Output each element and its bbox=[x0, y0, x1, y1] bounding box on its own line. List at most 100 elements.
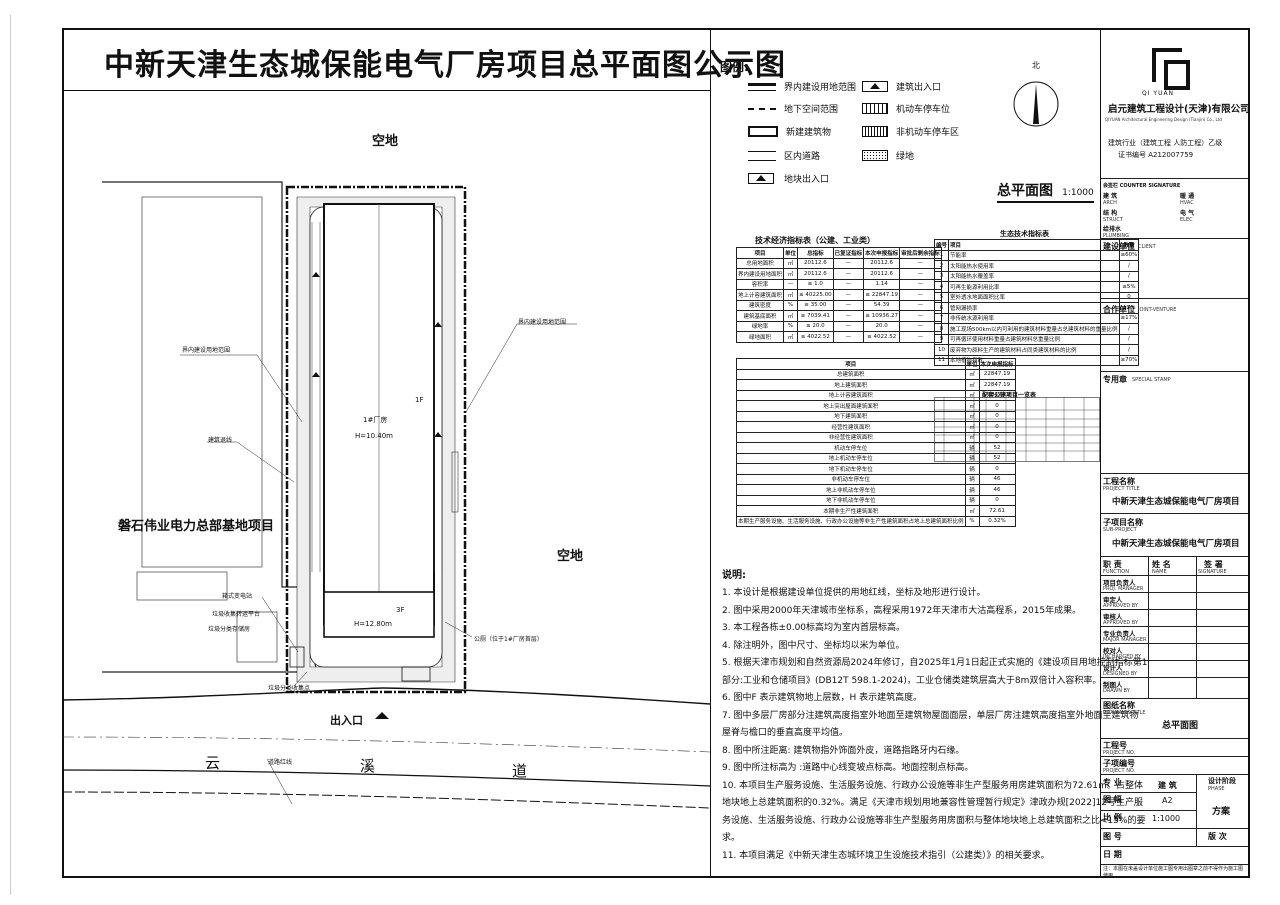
project-name: 中新天津生态城保能电气厂房项目 bbox=[1112, 497, 1240, 507]
annot-toilet: 公厕（位于1#厂房首层） bbox=[474, 636, 543, 643]
legend-item-road: 区内道路 bbox=[748, 149, 820, 162]
econ-row-cell: — bbox=[832, 310, 865, 322]
rule-11 bbox=[1100, 774, 1248, 775]
econ2-row-cell: 辆 bbox=[964, 484, 980, 496]
econ-header-row-cell: 本次申报指标 bbox=[863, 247, 901, 259]
cs-hvac: 暖 通 bbox=[1180, 193, 1195, 200]
label-road-2: 溪 bbox=[360, 757, 376, 775]
legend-item-bike-parking: 非机动车停车区 bbox=[862, 125, 959, 138]
annot-road-line: 道路红线 bbox=[268, 759, 293, 766]
econ-row-cell: — bbox=[832, 268, 865, 280]
econ2-row-cell: ㎡ bbox=[964, 505, 980, 517]
econ-row-cell: 20112.6 bbox=[797, 257, 834, 269]
econ-row-cell: 20112.6 bbox=[863, 268, 901, 280]
econ-header-row-cell: 单位 bbox=[783, 247, 799, 259]
staff-rule bbox=[1100, 592, 1248, 593]
staff-rule bbox=[1100, 609, 1248, 610]
rule-5 bbox=[1100, 473, 1248, 474]
leader-fac bbox=[261, 596, 299, 653]
staff-role-en: PROJ. MANAGER bbox=[1103, 586, 1144, 592]
leader-road-line bbox=[266, 758, 293, 805]
staff-rule bbox=[1100, 575, 1248, 576]
staff-rule bbox=[1100, 626, 1248, 627]
drawing-frame bbox=[62, 28, 1250, 878]
econ-row-cell: ≥ 35.00 bbox=[797, 299, 834, 311]
rule-13 bbox=[1100, 810, 1196, 811]
econ-row-cell: ≤ 4022.52 bbox=[797, 331, 834, 343]
underground-swatch-icon bbox=[748, 107, 776, 110]
staff-role: 项目负责人 bbox=[1103, 579, 1136, 587]
eco-row-cell: 11 bbox=[933, 354, 950, 366]
boundary-swatch-icon bbox=[748, 82, 776, 91]
note-line: 9. 图中所注标高为 :道路中心线变坡点标高。地面控制点标高。 bbox=[722, 763, 974, 773]
econ-row-cell: 1.14 bbox=[863, 278, 901, 290]
gate-house bbox=[401, 666, 431, 682]
staff-head-signature: 签 署 bbox=[1204, 560, 1223, 569]
econ2-row-cell: 0 bbox=[978, 463, 1016, 475]
entrance-swatch-icon bbox=[862, 81, 888, 92]
econ2-row-cell: ㎡ bbox=[964, 368, 980, 380]
road-edge-bottom bbox=[62, 769, 710, 787]
countersign-label: 会签栏 COUNTER SIGNATURE bbox=[1103, 183, 1181, 189]
econ-row-cell: — bbox=[832, 278, 865, 290]
cs-elec-en: ELEC bbox=[1180, 217, 1193, 223]
note-line: 11. 本项目满足《中新天津生态城环境卫生设施技术指引（公建类）》的相关要求。 bbox=[722, 850, 1050, 861]
eco-row-cell: 1 bbox=[933, 249, 950, 261]
econ-row-cell: — bbox=[832, 331, 865, 343]
neighbor-inner-block bbox=[141, 196, 263, 568]
econ2-row: 本期生产服务设施、生活服务设施、行政办公设施等非生产性建筑面积占地上总建筑面积比… bbox=[736, 515, 1016, 527]
econ-row-cell: ≤ 4022.52 bbox=[863, 331, 901, 343]
econ-header-row-cell: 项目 bbox=[735, 247, 785, 259]
cs-struct-en: STRUCT bbox=[1103, 217, 1123, 223]
eco-title: 生态技术指标表 bbox=[1000, 230, 1049, 238]
econ2-row-cell: 总建筑面积 bbox=[736, 368, 966, 380]
annot-substation: 箱式变电站 bbox=[222, 593, 253, 600]
project-title-en: PROJECT TITLE bbox=[1103, 486, 1140, 492]
cs-hvac-en: HVAC bbox=[1180, 200, 1194, 206]
cs-plumb-en: PLUMBING bbox=[1103, 233, 1130, 239]
rule-3 bbox=[1100, 298, 1248, 299]
staff-role: 设计人 bbox=[1103, 664, 1123, 672]
legend-item-new-building: 新建建筑物 bbox=[748, 125, 831, 138]
drawing-no-label: 图 号 bbox=[1103, 832, 1122, 841]
econ-row: 绿地率%≤ 20.0—20.0— bbox=[735, 320, 942, 332]
legend-item-building-entrance: 建筑出入口 bbox=[862, 80, 941, 93]
staff-head-function-en: FUNCTION bbox=[1103, 569, 1129, 575]
building-swatch-icon bbox=[748, 126, 778, 137]
legend-item-car-parking: 机动车停车位 bbox=[862, 102, 950, 115]
annot-platform: 垃圾收集转运平台 bbox=[212, 611, 261, 618]
note-line: 8. 图中所注距离: 建筑物指外饰面外皮，道路指路牙内石缘。 bbox=[722, 745, 965, 756]
rev-label: 版 次 bbox=[1208, 832, 1227, 841]
leader-cover bbox=[293, 671, 308, 687]
econ-row-cell: ≥ 7039.41 bbox=[797, 310, 834, 322]
cert-no: 证书编号 A212007759 bbox=[1118, 151, 1194, 159]
label-height-1: H=10.40m bbox=[355, 432, 393, 440]
drawing-title-label: 图纸名称 bbox=[1103, 701, 1135, 710]
eco-row-cell: 太阳能热水覆盖率 bbox=[948, 270, 1120, 282]
econ2-row-cell: 地下机动车停车位 bbox=[736, 463, 966, 475]
staff-role-en: APPROVED BY bbox=[1103, 620, 1139, 626]
econ2-row-cell: % bbox=[964, 515, 980, 527]
staff-role: 审定人 bbox=[1103, 596, 1123, 604]
econ-header-row-cell: 总指标 bbox=[797, 247, 834, 259]
econ2-row-cell: 辆 bbox=[964, 473, 980, 485]
entrance-arrow-2 bbox=[312, 372, 320, 377]
staff-role-en: DESIGNED BY bbox=[1103, 671, 1138, 677]
tb-col-line-2 bbox=[1196, 556, 1197, 698]
eco-row-cell: 6 bbox=[933, 302, 950, 314]
road-edge-top bbox=[62, 687, 710, 705]
eco-row-cell: 废弃物为原料生产的建筑材料占同类建筑材料的比例 bbox=[948, 344, 1120, 356]
staff-role: 制图人 bbox=[1103, 681, 1123, 689]
entrance-arrow-3 bbox=[434, 322, 442, 327]
entrance-main-arrow bbox=[375, 712, 389, 719]
size-label: 图 幅 bbox=[1103, 795, 1122, 804]
econ-row-cell: 容积率 bbox=[735, 278, 785, 290]
staff-role-en: INCHARGED BY bbox=[1103, 654, 1142, 660]
qiyuan-logo-icon-b bbox=[1164, 60, 1190, 90]
staff-head-name: 姓 名 bbox=[1152, 560, 1171, 569]
